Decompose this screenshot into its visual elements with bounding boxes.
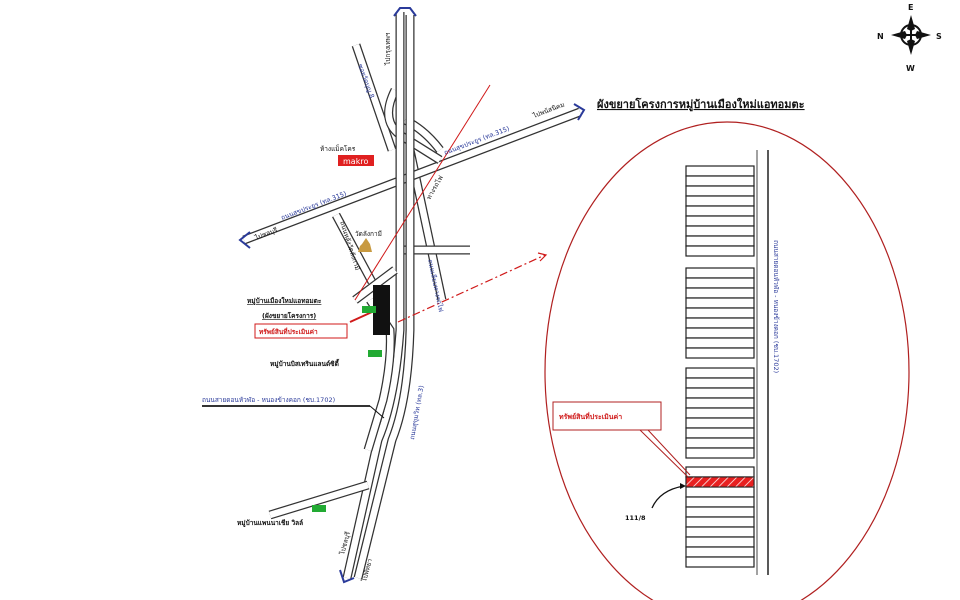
- railway-line: [354, 84, 491, 301]
- label-village-panacea: หมู่บ้านแพนนาเชีย วิลล์: [237, 518, 303, 528]
- inset-lot: [685, 245, 755, 257]
- inset-lot: [685, 267, 755, 279]
- inset-zoom-ellipse: [544, 121, 910, 600]
- project-building: [373, 285, 390, 335]
- inset-lot: [685, 486, 755, 498]
- compass-icon: [891, 15, 931, 55]
- inset-lot: [685, 287, 755, 299]
- inset-lot: [685, 235, 755, 247]
- inset-lot: [685, 175, 755, 187]
- inset-lot: [685, 215, 755, 227]
- compass-e: E: [908, 3, 913, 12]
- inset-lot: [685, 165, 755, 177]
- inset-lot: [685, 546, 755, 558]
- inset-lot: [685, 447, 755, 459]
- inset-lot: [685, 307, 755, 319]
- label-village-bistrin: หมู่บ้านบิสเทรินแลนด์ซิตี้: [270, 358, 340, 369]
- inset-lot: [685, 297, 755, 309]
- label-railway: ทางรถไฟ: [425, 174, 445, 201]
- label-inset-road: ถนนสายดอนหัวฬ่อ - หนองข้างคอก (ชบ.1702): [772, 240, 780, 373]
- inset-lot: [685, 225, 755, 237]
- inset-title: ผังขยายโครงการหมู่บ้านเมืองใหม่แอทอมตะ: [597, 97, 805, 112]
- compass-n: N: [877, 32, 884, 41]
- inset-lot: [685, 347, 755, 359]
- road-end-arrows: [238, 7, 586, 584]
- inset-lot: [685, 277, 755, 289]
- inset-lot: [685, 526, 755, 538]
- label-sukhumvit: ถนนสุขุมวิท (ทล.3): [408, 385, 425, 441]
- inset-lot: [685, 536, 755, 548]
- compass-s: S: [936, 32, 942, 41]
- inset-lot: [685, 367, 755, 379]
- inset-lot: [685, 337, 755, 349]
- label-village-main-sub: (ผังขยายโครงการ): [262, 311, 316, 320]
- inset-lot: [685, 516, 755, 528]
- inset-lot: [685, 417, 755, 429]
- inset-lot: [685, 377, 755, 389]
- makro-logo-text: makro: [343, 157, 368, 166]
- village-icons: [312, 306, 382, 512]
- inset-lot: [685, 506, 755, 518]
- lot-number: 111/8: [625, 514, 646, 522]
- inset-lot: [685, 407, 755, 419]
- inset-lot: [685, 185, 755, 197]
- road-network: [242, 12, 582, 580]
- label-donhualo: ถนนสายดอนหัวฬ่อ - หนองข้างคอก (ชบ.1702): [202, 396, 335, 404]
- inset-lot: [685, 317, 755, 329]
- subject-label: ทรัพย์สินที่ประเมินค่า: [259, 326, 318, 336]
- label-village-main: หมู่บ้านเมืองใหม่แอทอมตะ: [247, 296, 322, 306]
- inset-lot: [685, 437, 755, 449]
- temple-icon: [358, 238, 372, 252]
- inset-lot: [685, 496, 755, 508]
- inset-lot: [685, 427, 755, 439]
- compass-w: W: [906, 64, 915, 73]
- subject-pointer: [349, 311, 373, 323]
- inset-subject-label: ทรัพย์สินที่ประเมินค่า: [559, 411, 622, 421]
- inset-lot: [685, 556, 755, 568]
- inset-lot: [685, 397, 755, 409]
- inset-lot: [685, 327, 755, 339]
- label-makro: ห้างแม็คโคร: [320, 144, 356, 153]
- inset-lots: [685, 165, 755, 568]
- makro-logo: [338, 155, 374, 166]
- inset-lot: [685, 466, 755, 478]
- inset-lot: [685, 387, 755, 399]
- subject-lot: [685, 476, 755, 488]
- zoom-link-line: [397, 254, 546, 323]
- inset-lot: [685, 205, 755, 217]
- dir-bangkok: ไปกรุงเทพฯ: [384, 32, 392, 66]
- label-temple: วัดลังกามี: [355, 230, 382, 238]
- inset-lot: [685, 195, 755, 207]
- label-back-road: ถนนหลังวัดลังกามี: [338, 220, 361, 271]
